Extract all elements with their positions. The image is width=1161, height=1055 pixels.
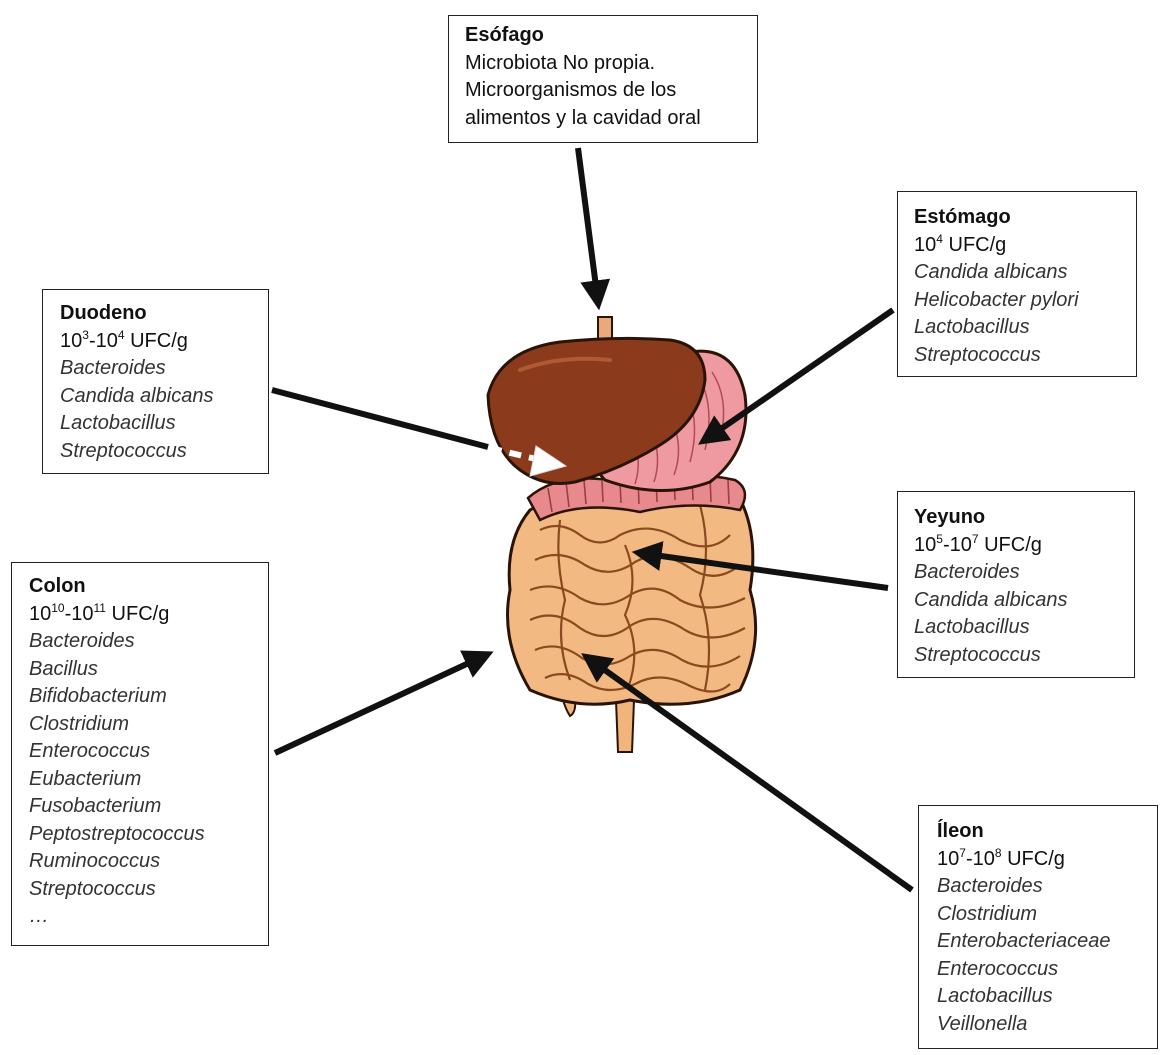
yeyuno-box: Yeyuno 105-107 UFC/g Bacteroides Candida… (897, 491, 1135, 678)
esofago-box: Esófago Microbiota No propia. Microorgan… (448, 15, 758, 143)
duodeno-species-2: Candida albicans (60, 383, 268, 411)
yeyuno-title: Yeyuno (914, 504, 1134, 532)
duodeno-species-1: Bacteroides (60, 355, 268, 383)
colon-species-6: Eubacterium (29, 766, 268, 794)
esofago-line-2: Microorganismos de los (465, 77, 757, 105)
colon-species-ellipsis: … (29, 903, 268, 931)
estomago-species-4: Streptococcus (914, 342, 1136, 370)
yeyuno-species-3: Lactobacillus (914, 614, 1134, 642)
yeyuno-species-4: Streptococcus (914, 642, 1134, 670)
colon-species-9: Ruminococcus (29, 848, 268, 876)
duodeno-species-3: Lactobacillus (60, 410, 268, 438)
colon-species-3: Bifidobacterium (29, 683, 268, 711)
yeyuno-species-2: Candida albicans (914, 587, 1134, 615)
colon-species-4: Clostridium (29, 711, 268, 739)
estomago-box: Estómago 104 UFC/g Candida albicans Heli… (897, 191, 1137, 377)
colon-box: Colon 1010-1011 UFC/g Bacteroides Bacill… (11, 562, 269, 946)
ileon-species-5: Lactobacillus (937, 983, 1157, 1011)
ileon-species-1: Bacteroides (937, 873, 1157, 901)
estomago-species-3: Lactobacillus (914, 314, 1136, 342)
estomago-count: 104 UFC/g (914, 232, 1136, 260)
ileon-species-6: Veillonella (937, 1011, 1157, 1039)
ileon-count: 107-108 UFC/g (937, 846, 1157, 874)
colon-species-8: Peptostreptococcus (29, 821, 268, 849)
duodeno-count: 103-104 UFC/g (60, 328, 268, 356)
yeyuno-count: 105-107 UFC/g (914, 532, 1134, 560)
yeyuno-species-1: Bacteroides (914, 559, 1134, 587)
colon-title: Colon (29, 573, 268, 601)
ileon-box: Íleon 107-108 UFC/g Bacteroides Clostrid… (918, 805, 1158, 1049)
colon-count: 1010-1011 UFC/g (29, 601, 268, 629)
colon-species-7: Fusobacterium (29, 793, 268, 821)
colon-species-1: Bacteroides (29, 628, 268, 656)
duodeno-species-4: Streptococcus (60, 438, 268, 466)
colon-species-5: Enterococcus (29, 738, 268, 766)
esofago-line-3: alimentos y la cavidad oral (465, 105, 757, 133)
rectum-tube (616, 700, 634, 752)
estomago-species-2: Helicobacter pylori (914, 287, 1136, 315)
estomago-title: Estómago (914, 204, 1136, 232)
ileon-species-4: Enterococcus (937, 956, 1157, 984)
colon-species-2: Bacillus (29, 656, 268, 684)
estomago-species-1: Candida albicans (914, 259, 1136, 287)
esofago-line-1: Microbiota No propia. (465, 50, 757, 78)
ileon-species-3: Enterobacteriaceae (937, 928, 1157, 956)
duodeno-box: Duodeno 103-104 UFC/g Bacteroides Candid… (42, 289, 269, 474)
ileon-species-2: Clostridium (937, 901, 1157, 929)
duodeno-title: Duodeno (60, 300, 268, 328)
ileon-title: Íleon (937, 818, 1157, 846)
esofago-title: Esófago (465, 22, 757, 50)
colon-species-10: Streptococcus (29, 876, 268, 904)
